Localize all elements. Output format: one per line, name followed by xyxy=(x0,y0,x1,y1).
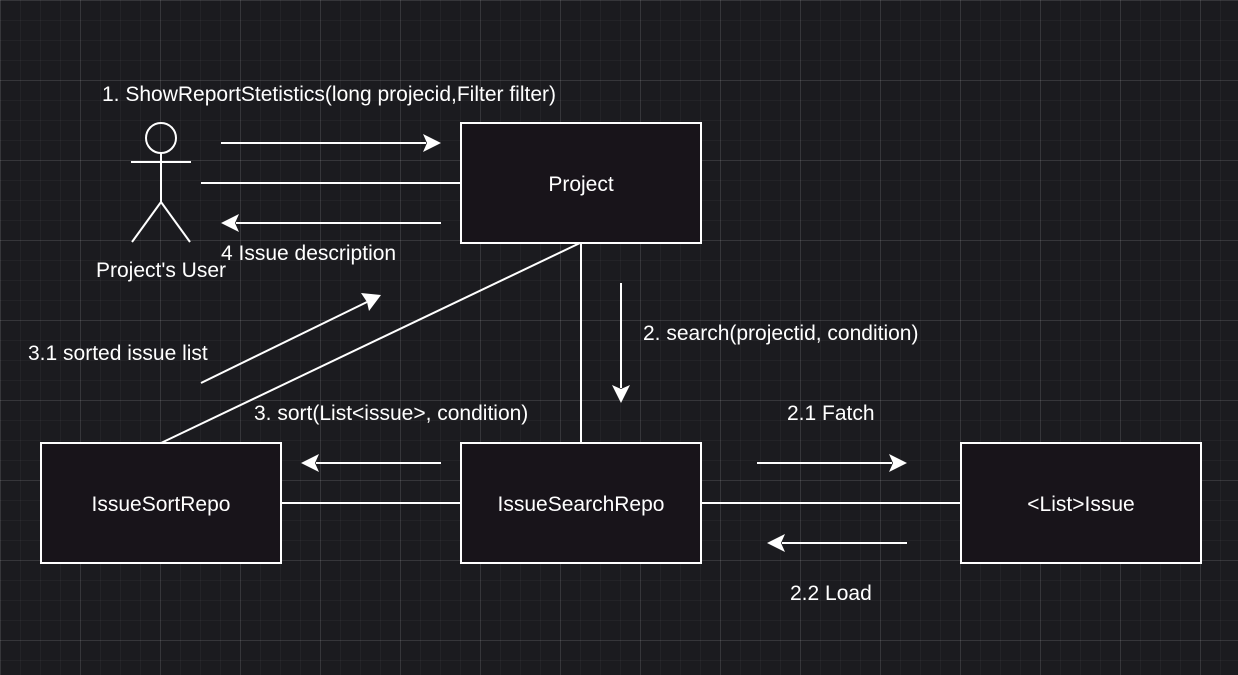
issue-list-label: <List>Issue xyxy=(1027,493,1134,516)
arrow-m31-diagonal-icon xyxy=(200,293,381,384)
arrow-m22-left-icon xyxy=(767,534,907,552)
message-2-label: 2. search(projectid, condition) xyxy=(643,322,918,345)
message-3-label: 3. sort(List<issue>, condition) xyxy=(254,402,528,425)
message-4-label: 4 Issue description xyxy=(221,242,396,265)
arrow-m21-right-icon xyxy=(757,454,907,472)
message-1-label: 1. ShowReportStetistics(long projecid,Fi… xyxy=(102,83,556,106)
issue-sort-repo-label: IssueSortRepo xyxy=(92,493,231,516)
project-box[interactable]: Project xyxy=(460,122,702,244)
arrow-m1-right-icon xyxy=(221,134,441,152)
link-project-sortrepo xyxy=(160,242,581,444)
arrow-m3-left-icon xyxy=(301,454,441,472)
issue-search-repo-box[interactable]: IssueSearchRepo xyxy=(460,442,702,564)
issue-list-box[interactable]: <List>Issue xyxy=(960,442,1202,564)
arrow-m2-down-icon xyxy=(612,283,630,403)
user-actor-icon xyxy=(131,122,191,243)
actor-label: Project's User xyxy=(96,259,226,282)
arrow-m4-left-icon xyxy=(221,214,441,232)
issue-search-repo-label: IssueSearchRepo xyxy=(498,493,665,516)
project-box-label: Project xyxy=(548,173,614,196)
message-3-1-label: 3.1 sorted issue list xyxy=(28,342,208,365)
message-2-2-label: 2.2 Load xyxy=(790,582,872,605)
message-2-1-label: 2.1 Fatch xyxy=(787,402,875,425)
issue-sort-repo-box[interactable]: IssueSortRepo xyxy=(40,442,282,564)
